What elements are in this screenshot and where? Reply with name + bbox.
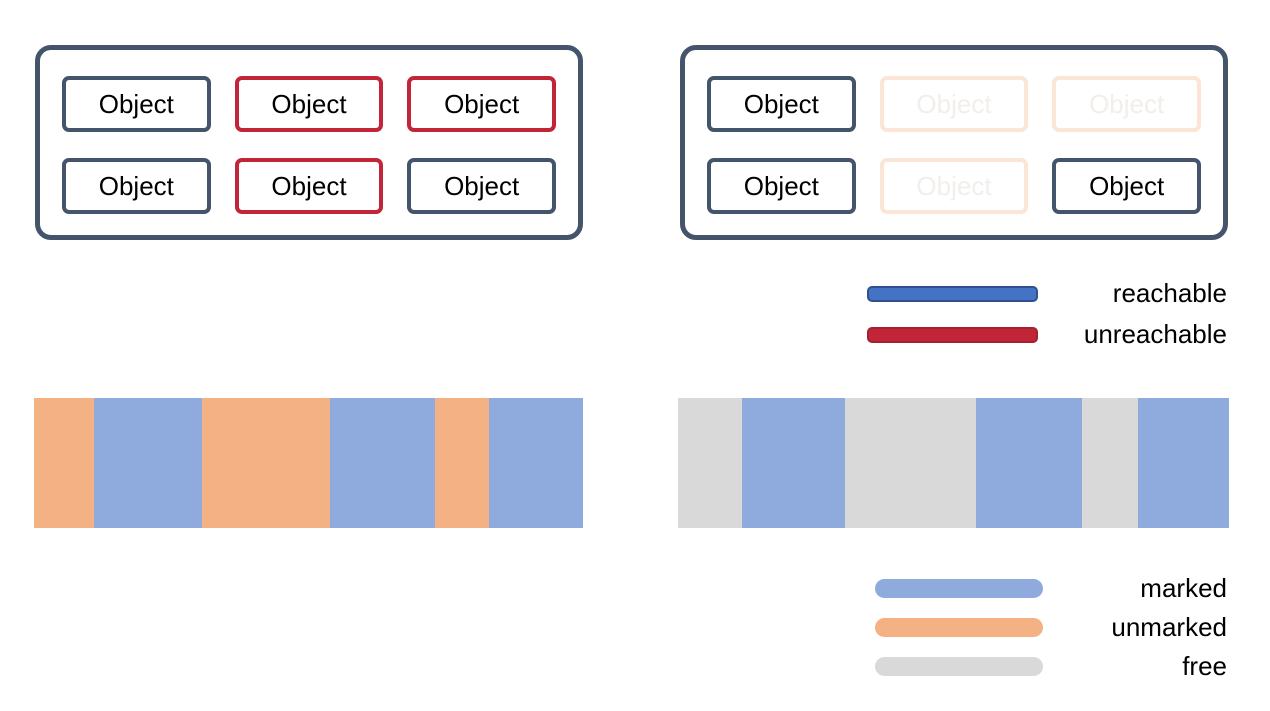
object-label: Object	[743, 170, 819, 201]
object-box-reachable: Object	[407, 158, 556, 214]
memory-segment-free	[1082, 398, 1138, 528]
object-label: Object	[444, 88, 520, 119]
legend-label: free	[1182, 651, 1227, 681]
object-box-reachable: Object	[707, 76, 856, 132]
object-label: Object	[98, 170, 174, 201]
memory-bar-after	[678, 398, 1229, 528]
free-swatch	[875, 657, 1043, 676]
memory-segment-marked	[742, 398, 845, 528]
memory-segment-unmarked	[34, 398, 94, 528]
memory-segment-marked	[94, 398, 202, 528]
memory-segment-unmarked	[435, 398, 489, 528]
legend-item-reachable: reachable	[867, 273, 1227, 314]
object-box-unreachable: Object	[407, 76, 556, 132]
memory-segment-unmarked	[202, 398, 330, 528]
object-box-collected: Object	[1052, 76, 1201, 132]
reachable-swatch	[867, 285, 1038, 302]
object-label: Object	[444, 170, 520, 201]
object-box-reachable: Object	[1052, 158, 1201, 214]
object-label: Object	[1089, 170, 1165, 201]
legend-label: unmarked	[1111, 612, 1227, 642]
object-label: Object	[271, 170, 347, 201]
memory-segment-free	[678, 398, 742, 528]
object-box-collected: Object	[879, 76, 1029, 132]
memory-segment-marked	[976, 398, 1082, 528]
unmarked-swatch	[875, 618, 1043, 637]
memory-segment-marked	[330, 398, 435, 528]
legend-label: marked	[1140, 573, 1227, 603]
object-box-reachable: Object	[707, 158, 856, 214]
legend-label: unreachable	[1083, 319, 1227, 349]
object-label: Object	[1089, 88, 1165, 119]
object-label: Object	[743, 88, 819, 119]
memory-segment-marked	[1138, 398, 1229, 528]
object-label: Object	[98, 88, 174, 119]
legend-item-unreachable: unreachable	[867, 314, 1227, 355]
object-box-reachable: Object	[62, 158, 211, 214]
object-label: Object	[916, 170, 992, 201]
marking-legend: marked unmarked free	[875, 569, 1227, 686]
memory-segment-free	[845, 398, 976, 528]
unreachable-swatch	[867, 326, 1038, 343]
memory-bar-before	[34, 398, 583, 528]
marked-swatch	[875, 579, 1043, 598]
legend-item-free: free	[875, 647, 1227, 686]
object-box-unreachable: Object	[234, 76, 384, 132]
object-box-reachable: Object	[62, 76, 211, 132]
legend-item-marked: marked	[875, 569, 1227, 608]
object-box-collected: Object	[879, 158, 1029, 214]
legend-item-unmarked: unmarked	[875, 608, 1227, 647]
legend-label: reachable	[1112, 278, 1227, 308]
object-label: Object	[916, 88, 992, 119]
object-box-unreachable: Object	[234, 158, 384, 214]
reachability-legend: reachable unreachable	[867, 273, 1227, 355]
object-label: Object	[271, 88, 347, 119]
memory-segment-marked	[489, 398, 583, 528]
